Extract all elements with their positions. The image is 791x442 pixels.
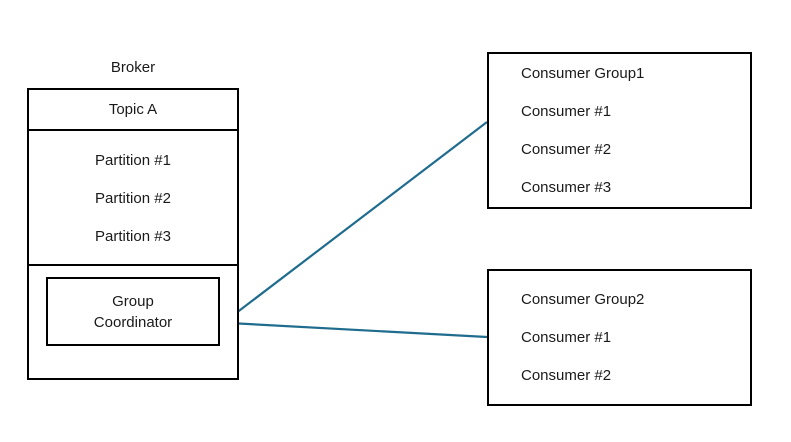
topic-label: Topic A [108, 101, 158, 118]
coordinator-section: Group Coordinator [29, 268, 237, 378]
consumer-group-1-content: Consumer Group1 Consumer #1 Consumer #2 … [521, 54, 742, 207]
arrow-group1-to-coordinator [224, 121, 488, 324]
broker-label: Broker [110, 59, 156, 76]
consumer-group-2-box: Consumer Group2 Consumer #1 Consumer #2 [487, 269, 752, 406]
topic-section: Topic A [29, 90, 237, 131]
consumer-group-1-title: Consumer Group1 [521, 64, 645, 82]
consumer-group-2-title: Consumer Group2 [521, 290, 645, 308]
consumer-group-2-member: Consumer #2 [521, 366, 612, 384]
partition-item: Partition #3 [95, 227, 171, 245]
consumer-group-1-box: Consumer Group1 Consumer #1 Consumer #2 … [487, 52, 752, 209]
group-coordinator-label-line1: Group [112, 292, 154, 310]
group-coordinator-box: Group Coordinator [46, 277, 220, 346]
consumer-group-2-member: Consumer #1 [521, 328, 612, 346]
partition-item: Partition #2 [95, 189, 171, 207]
consumer-group-1-member: Consumer #3 [521, 178, 612, 196]
consumer-group-1-member: Consumer #1 [521, 102, 612, 120]
consumer-group-2-content: Consumer Group2 Consumer #1 Consumer #2 [521, 271, 742, 404]
partition-item: Partition #1 [95, 151, 171, 169]
broker-box: Topic A Partition #1 Partition #2 Partit… [27, 88, 239, 380]
consumer-group-1-member: Consumer #2 [521, 140, 612, 158]
arrow-group2-to-coordinator [228, 319, 488, 339]
group-coordinator-label-line2: Coordinator [93, 313, 173, 331]
partition-section: Partition #1 Partition #2 Partition #3 [29, 133, 237, 266]
